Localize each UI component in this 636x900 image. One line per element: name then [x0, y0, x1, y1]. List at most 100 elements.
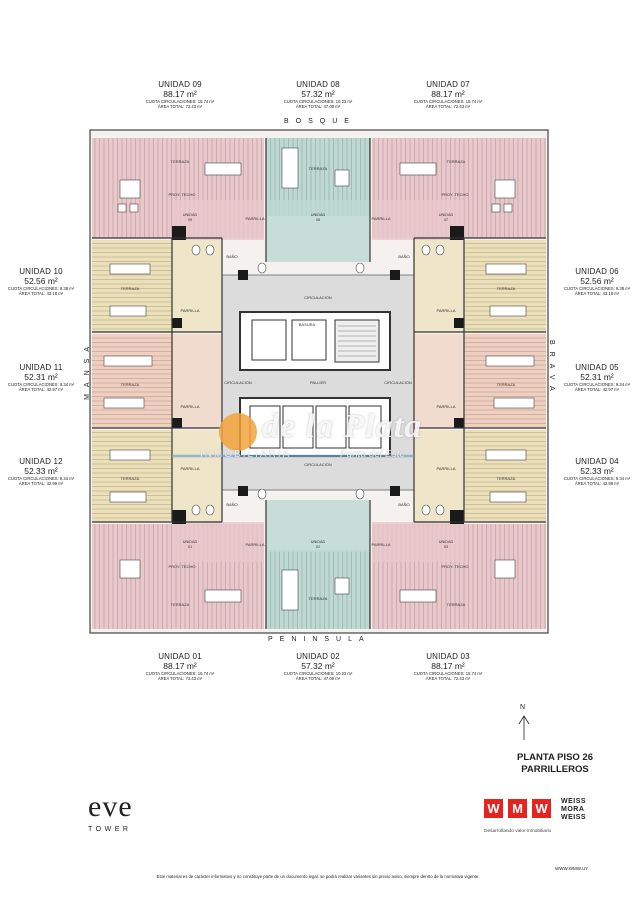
- bath-label: BAÑO: [398, 502, 409, 507]
- unit-tag-number: 02: [316, 545, 320, 549]
- terrace-label: TERRAZA: [447, 602, 466, 607]
- unit-label-09: UNIDAD 09 88.17 m² CUOTA CIRCULACIONES: …: [135, 80, 225, 110]
- terrace-06: [464, 240, 546, 332]
- unit-name: UNIDAD 11: [19, 363, 63, 372]
- unit-quota: CUOTA CIRCULACIONES: 9.34 m²: [7, 382, 75, 388]
- terrace-label: TERRAZA: [497, 476, 516, 481]
- unit-total: ÁREA TOTAL: 42.99 m²: [18, 481, 64, 487]
- unit-quota: CUOTA CIRCULACIONES: 15.74 m²: [145, 671, 215, 677]
- unit-tag-number: 01: [188, 545, 192, 549]
- grill-label: PARRILLA: [245, 216, 264, 221]
- unit-name: UNIDAD 09: [158, 80, 202, 89]
- terrace-12: [92, 430, 172, 522]
- brand-logo: eve: [88, 790, 133, 823]
- unit-tag-number: 03: [444, 545, 448, 549]
- elevator-block-bottom: [239, 397, 391, 457]
- north-label: N: [520, 704, 526, 711]
- unit-area: 88.17 m²: [163, 660, 197, 671]
- unit-label-05: UNIDAD 05 52.31 m² CUOTA CIRCULACIONES: …: [558, 363, 636, 393]
- developer-logo-letter: M: [508, 799, 527, 818]
- grill-label: PARRILLA: [371, 542, 390, 547]
- unit-name: UNIDAD 07: [426, 80, 470, 89]
- unit-tag-number: 08: [316, 218, 320, 222]
- north-arrow: [518, 715, 530, 740]
- terrace-label: TERRAZA: [171, 602, 190, 607]
- plan-subtitle: PARRILLEROS: [521, 764, 589, 775]
- grill-label: PARRILLA: [180, 404, 199, 409]
- grill-label: PARRILLA: [180, 466, 199, 471]
- unit-total: ÁREA TOTAL: 72.43 m²: [157, 676, 203, 682]
- bath-label: BAÑO: [398, 254, 409, 259]
- unit-total: ÁREA TOTAL: 47.09 m²: [295, 676, 341, 682]
- brand-subtitle: TOWER: [88, 826, 132, 833]
- developer-word: WEISS: [561, 798, 587, 805]
- grill-label: PARRILLA: [371, 216, 390, 221]
- grill-label: PARRILLA: [180, 308, 199, 313]
- unit-name: UNIDAD 05: [575, 363, 619, 372]
- unit-label-04: UNIDAD 04 52.33 m² CUOTA CIRCULACIONES: …: [558, 457, 636, 487]
- unit-total: ÁREA TOTAL: 72.43 m²: [157, 104, 203, 110]
- grill-label: PARRILLA: [245, 542, 264, 547]
- terrace-label: TERRAZA: [309, 166, 328, 171]
- unit-area: 52.31 m²: [24, 371, 58, 382]
- plan-title: PLANTA PISO 26: [516, 752, 593, 763]
- trash-label: BASURA: [299, 322, 316, 327]
- unit-tag: UNIDAD: [183, 540, 198, 544]
- circulation-label-bottom: CIRCULACION: [304, 462, 332, 467]
- disclaimer: Este material es de carácter informativo…: [156, 874, 480, 879]
- unit-label-12: UNIDAD 12 52.33 m² CUOTA CIRCULACIONES: …: [0, 457, 82, 487]
- unit-name: UNIDAD 06: [575, 267, 619, 276]
- unit-name: UNIDAD 04: [575, 457, 619, 466]
- circulation-label-right: CIRCULACION: [384, 380, 412, 385]
- terrace-11: [92, 334, 172, 428]
- unit-name: UNIDAD 03: [426, 652, 470, 661]
- unit-quota: CUOTA CIRCULACIONES: 9.34 m²: [563, 476, 631, 482]
- unit-area: 57.32 m²: [301, 88, 335, 99]
- watermark-sub1: INMOBILIARIA: [200, 449, 292, 460]
- terrace-label: TERRAZA: [121, 382, 140, 387]
- roof-projection-label: PROY. TECHO: [169, 564, 196, 569]
- unit-quota: CUOTA CIRCULACIONES: 9.38 m²: [7, 286, 75, 292]
- website-url[interactable]: WWW.WMW.UY: [555, 866, 589, 871]
- orientation-bottom: PENINSULA: [268, 636, 371, 643]
- grill-label: PARRILLA: [436, 466, 455, 471]
- bath-label: BAÑO: [226, 254, 237, 259]
- unit-label-06: UNIDAD 06 52.56 m² CUOTA CIRCULACIONES: …: [558, 267, 636, 297]
- unit-area: 52.56 m²: [580, 275, 614, 286]
- unit-total: ÁREA TOTAL: 72.43 m²: [425, 104, 471, 110]
- orientation-right: BRAVA: [548, 340, 555, 398]
- unit-tag: UNIDAD: [311, 213, 326, 217]
- unit-label-11: UNIDAD 11 52.31 m² CUOTA CIRCULACIONES: …: [0, 363, 82, 393]
- terrace-02: [266, 550, 370, 629]
- unit-area: 57.32 m²: [301, 660, 335, 671]
- unit-tag: UNIDAD: [311, 540, 326, 544]
- terrace-label: TERRAZA: [447, 159, 466, 164]
- circulation-label-left: CIRCULACION: [224, 380, 252, 385]
- terrace-10: [92, 240, 172, 332]
- unit-area: 52.31 m²: [580, 371, 614, 382]
- unit-label-02: UNIDAD 02 57.32 m² CUOTA CIRCULACIONES: …: [273, 652, 363, 682]
- unit-tag: UNIDAD: [439, 213, 454, 217]
- unit-area: 52.33 m²: [24, 465, 58, 476]
- watermark-main: de la Plata: [262, 408, 423, 445]
- grill-label: PARRILLA: [436, 308, 455, 313]
- unit-name: UNIDAD 08: [296, 80, 340, 89]
- unit-quota: CUOTA CIRCULACIONES: 9.34 m²: [563, 382, 631, 388]
- terrace-label: TERRAZA: [171, 159, 190, 164]
- developer-logo-letter: W: [532, 799, 551, 818]
- unit-name: UNIDAD 10: [19, 267, 63, 276]
- bath-label: BAÑO: [226, 502, 237, 507]
- terrace-04: [464, 430, 546, 522]
- unit-label-07: UNIDAD 07 88.17 m² CUOTA CIRCULACIONES: …: [403, 80, 493, 110]
- unit-tag: UNIDAD: [439, 540, 454, 544]
- grill-label: PARRILLA: [436, 404, 455, 409]
- terrace-label: TERRAZA: [121, 476, 140, 481]
- unit-label-03: UNIDAD 03 88.17 m² CUOTA CIRCULACIONES: …: [403, 652, 493, 682]
- unit-total: ÁREA TOTAL: 42.99 m²: [574, 481, 620, 487]
- roof-projection-label: PROY. TECHO: [169, 192, 196, 197]
- roof-projection-label: PROY. TECHO: [442, 564, 469, 569]
- unit-label-01: UNIDAD 01 88.17 m² CUOTA CIRCULACIONES: …: [135, 652, 225, 682]
- unit-name: UNIDAD 01: [158, 652, 202, 661]
- watermark-sub2: Punta del Este: [340, 449, 406, 460]
